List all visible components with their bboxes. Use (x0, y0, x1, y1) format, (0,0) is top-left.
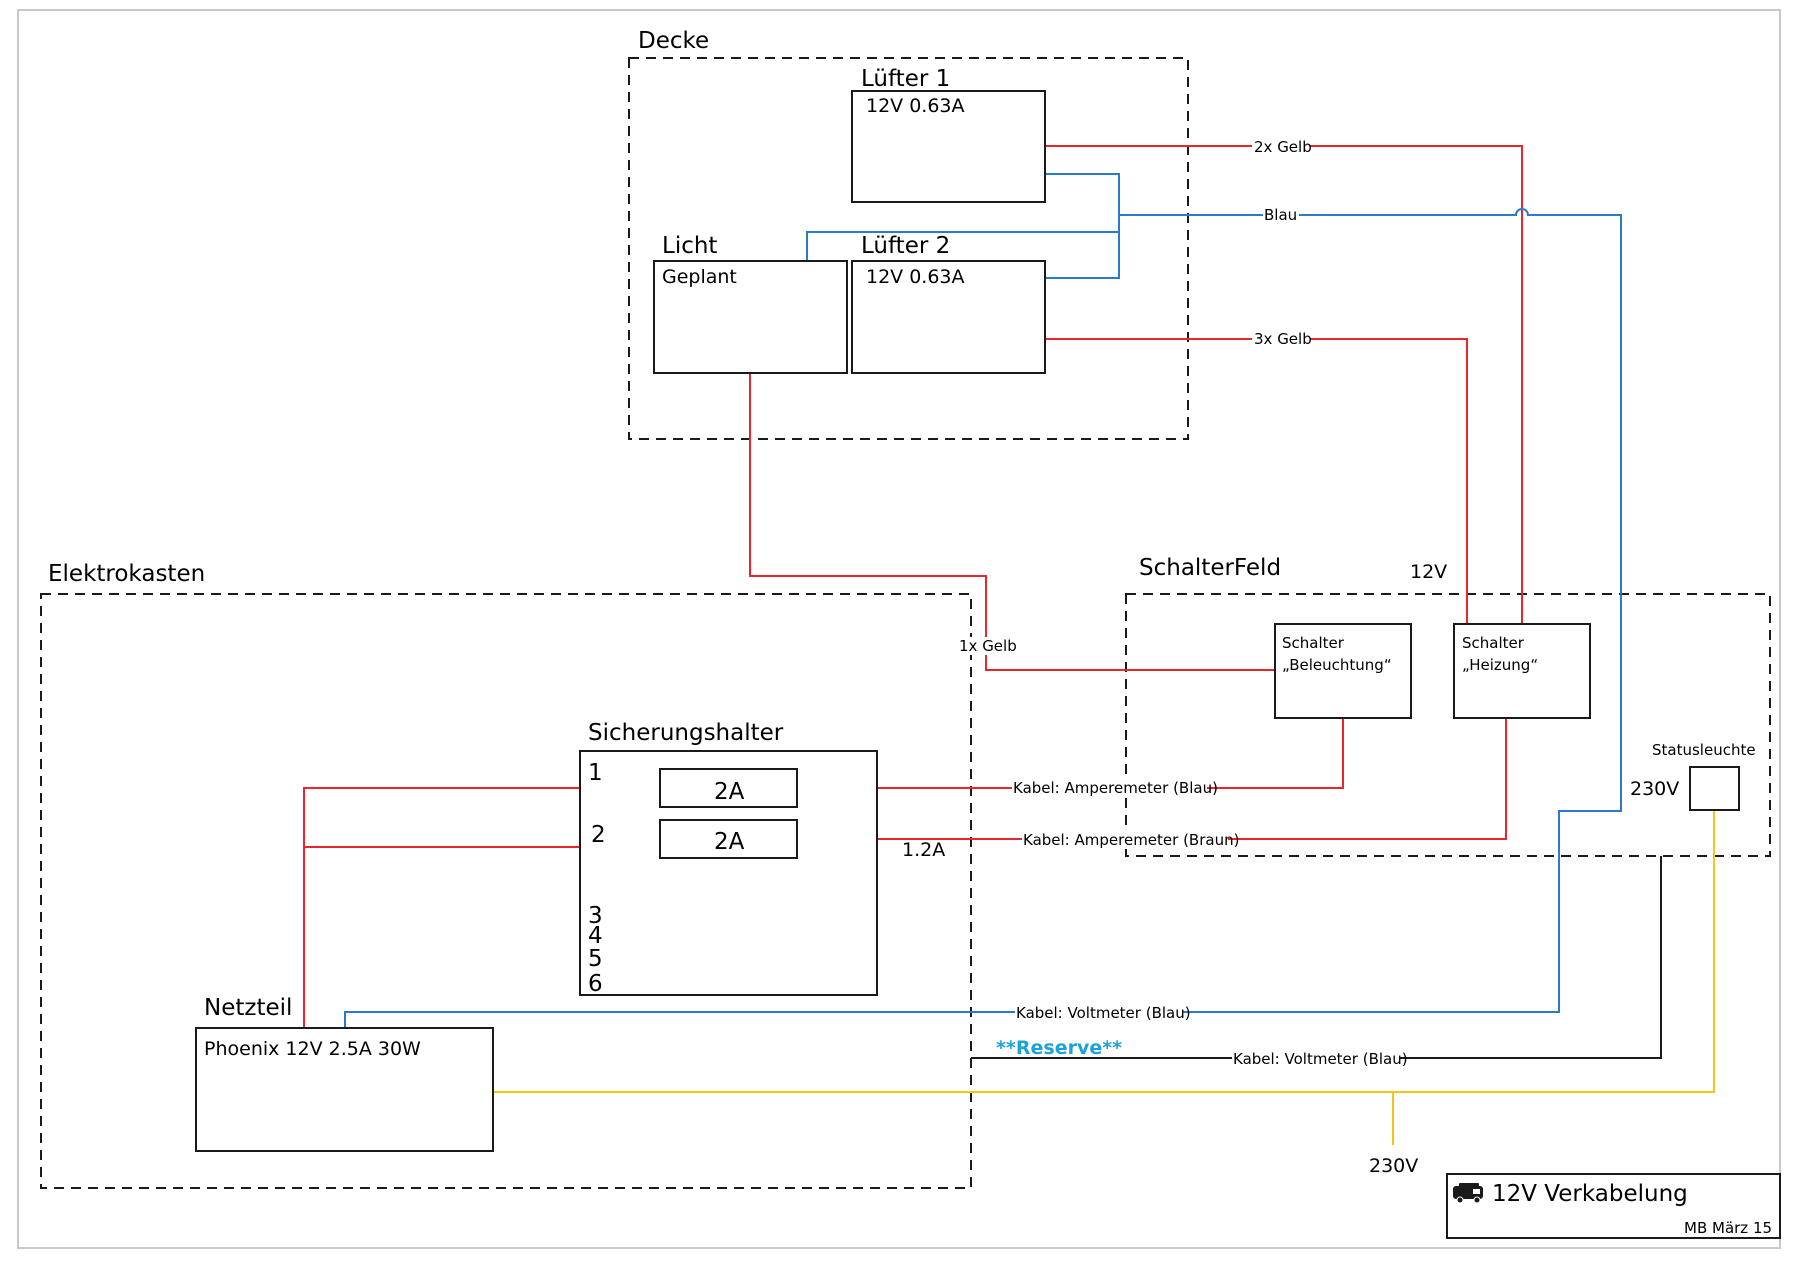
current-label: 1.2A (902, 839, 945, 861)
fuse1-box (659, 768, 798, 808)
title-block-box (1446, 1173, 1781, 1239)
slot-5: 5 (588, 946, 603, 972)
van-wheel-front (1473, 1196, 1481, 1204)
schalter-heizung-line2: „Heizung“ (1462, 656, 1538, 674)
gelb3-halo (1252, 330, 1310, 348)
gelb1-halo (957, 637, 1015, 655)
wires (303, 145, 1715, 1145)
wire-fuse1-in (303, 787, 660, 1028)
volt-blau2-halo (1232, 1050, 1400, 1068)
licht-title: Licht (662, 233, 717, 259)
gelb1-label: 1x Gelb (959, 637, 1017, 655)
luefter1-spec: 12V 0.63A (866, 95, 965, 117)
gelb2-halo (1252, 137, 1310, 155)
schalter-heizung-box (1453, 623, 1591, 719)
fuse2-label: 2A (714, 829, 745, 855)
sicherungshalter-title: Sicherungshalter (588, 720, 784, 746)
statusleuchte-box (1689, 766, 1740, 811)
schalter-beleuchtung-line2: „Beleuchtung“ (1282, 656, 1392, 674)
schalter-beleuchtung-line1: Schalter (1282, 634, 1345, 652)
wire-volt-black (971, 856, 1662, 1059)
wire-luefter1-red (1045, 145, 1523, 624)
slot-6: 6 (588, 971, 603, 997)
luefter1-title: Lüfter 1 (861, 66, 950, 92)
amp-blau-label: Kabel: Amperemeter (Blau) (1013, 779, 1218, 797)
wire-amp-blau (797, 718, 1344, 789)
slot-1: 1 (588, 760, 603, 786)
schalter-beleuchtung-box (1274, 623, 1412, 719)
van-roof (1459, 1183, 1479, 1188)
wire-licht-red (749, 373, 1275, 671)
van-window (1473, 1189, 1480, 1194)
schalter-heizung-line1: Schalter (1462, 634, 1525, 652)
fuse2-box (659, 819, 798, 859)
gelb2-label: 2x Gelb (1254, 138, 1312, 156)
slot-2: 2 (591, 822, 606, 848)
luefter1-box (851, 90, 1046, 203)
wire-licht-blue (806, 231, 1119, 261)
decke-title: Decke (638, 28, 709, 54)
decke-frame (628, 57, 1189, 440)
camper-van-icon (1453, 1183, 1483, 1204)
volt-blau-label: Kabel: Voltmeter (Blau) (1016, 1004, 1191, 1022)
van-wheel-rear (1456, 1196, 1464, 1204)
statusleuchte-label: Statusleuchte (1652, 741, 1756, 759)
volt-blau2-label: Kabel: Voltmeter (Blau) (1233, 1050, 1408, 1068)
wire-luefter2-red (1045, 338, 1468, 624)
licht-spec: Geplant (662, 266, 737, 288)
elektrokasten-title: Elektrokasten (48, 561, 205, 587)
netzteil-title: Netzteil (204, 995, 292, 1021)
reserve-label: **Reserve** (996, 1037, 1122, 1059)
netzteil-spec: Phoenix 12V 2.5A 30W (204, 1038, 421, 1060)
volt-blau-halo (1015, 1004, 1183, 1022)
blau-label: Blau (1264, 206, 1297, 224)
amp-braun-label: Kabel: Amperemeter (Braun) (1023, 831, 1239, 849)
schalterfeld-frame (1125, 593, 1771, 857)
title-block-title: 12V Verkabelung (1492, 1181, 1688, 1207)
slot-4: 4 (588, 923, 603, 949)
luefter2-title: Lüfter 2 (861, 233, 950, 259)
amp-braun-halo (1022, 831, 1228, 849)
title-block-footer: MB März 15 (1684, 1219, 1772, 1237)
wire-labels: 2x Gelb Blau 3x Gelb 1x Gelb Kabel: Ampe… (957, 137, 1408, 1068)
licht-box (653, 260, 848, 374)
fuse1-label: 2A (714, 779, 745, 805)
schalterfeld-title: SchalterFeld (1139, 555, 1281, 581)
elektrokasten-frame (40, 593, 972, 1189)
blau-halo (1263, 205, 1299, 223)
amp-blau-halo (1012, 779, 1207, 797)
luefter2-box (851, 260, 1046, 374)
luefter2-spec: 12V 0.63A (866, 266, 965, 288)
wire-blue-main (344, 208, 1622, 1028)
wire-230v-yellow (493, 810, 1715, 1093)
gelb3-label: 3x Gelb (1254, 330, 1312, 348)
wire-luefter1-blue (1045, 173, 1120, 279)
statusleuchte-voltage: 230V (1630, 778, 1679, 800)
v12-label: 12V (1410, 561, 1447, 583)
slot-3: 3 (588, 903, 603, 929)
netzteil-box (195, 1027, 494, 1152)
v230-bottom-label: 230V (1369, 1155, 1418, 1177)
